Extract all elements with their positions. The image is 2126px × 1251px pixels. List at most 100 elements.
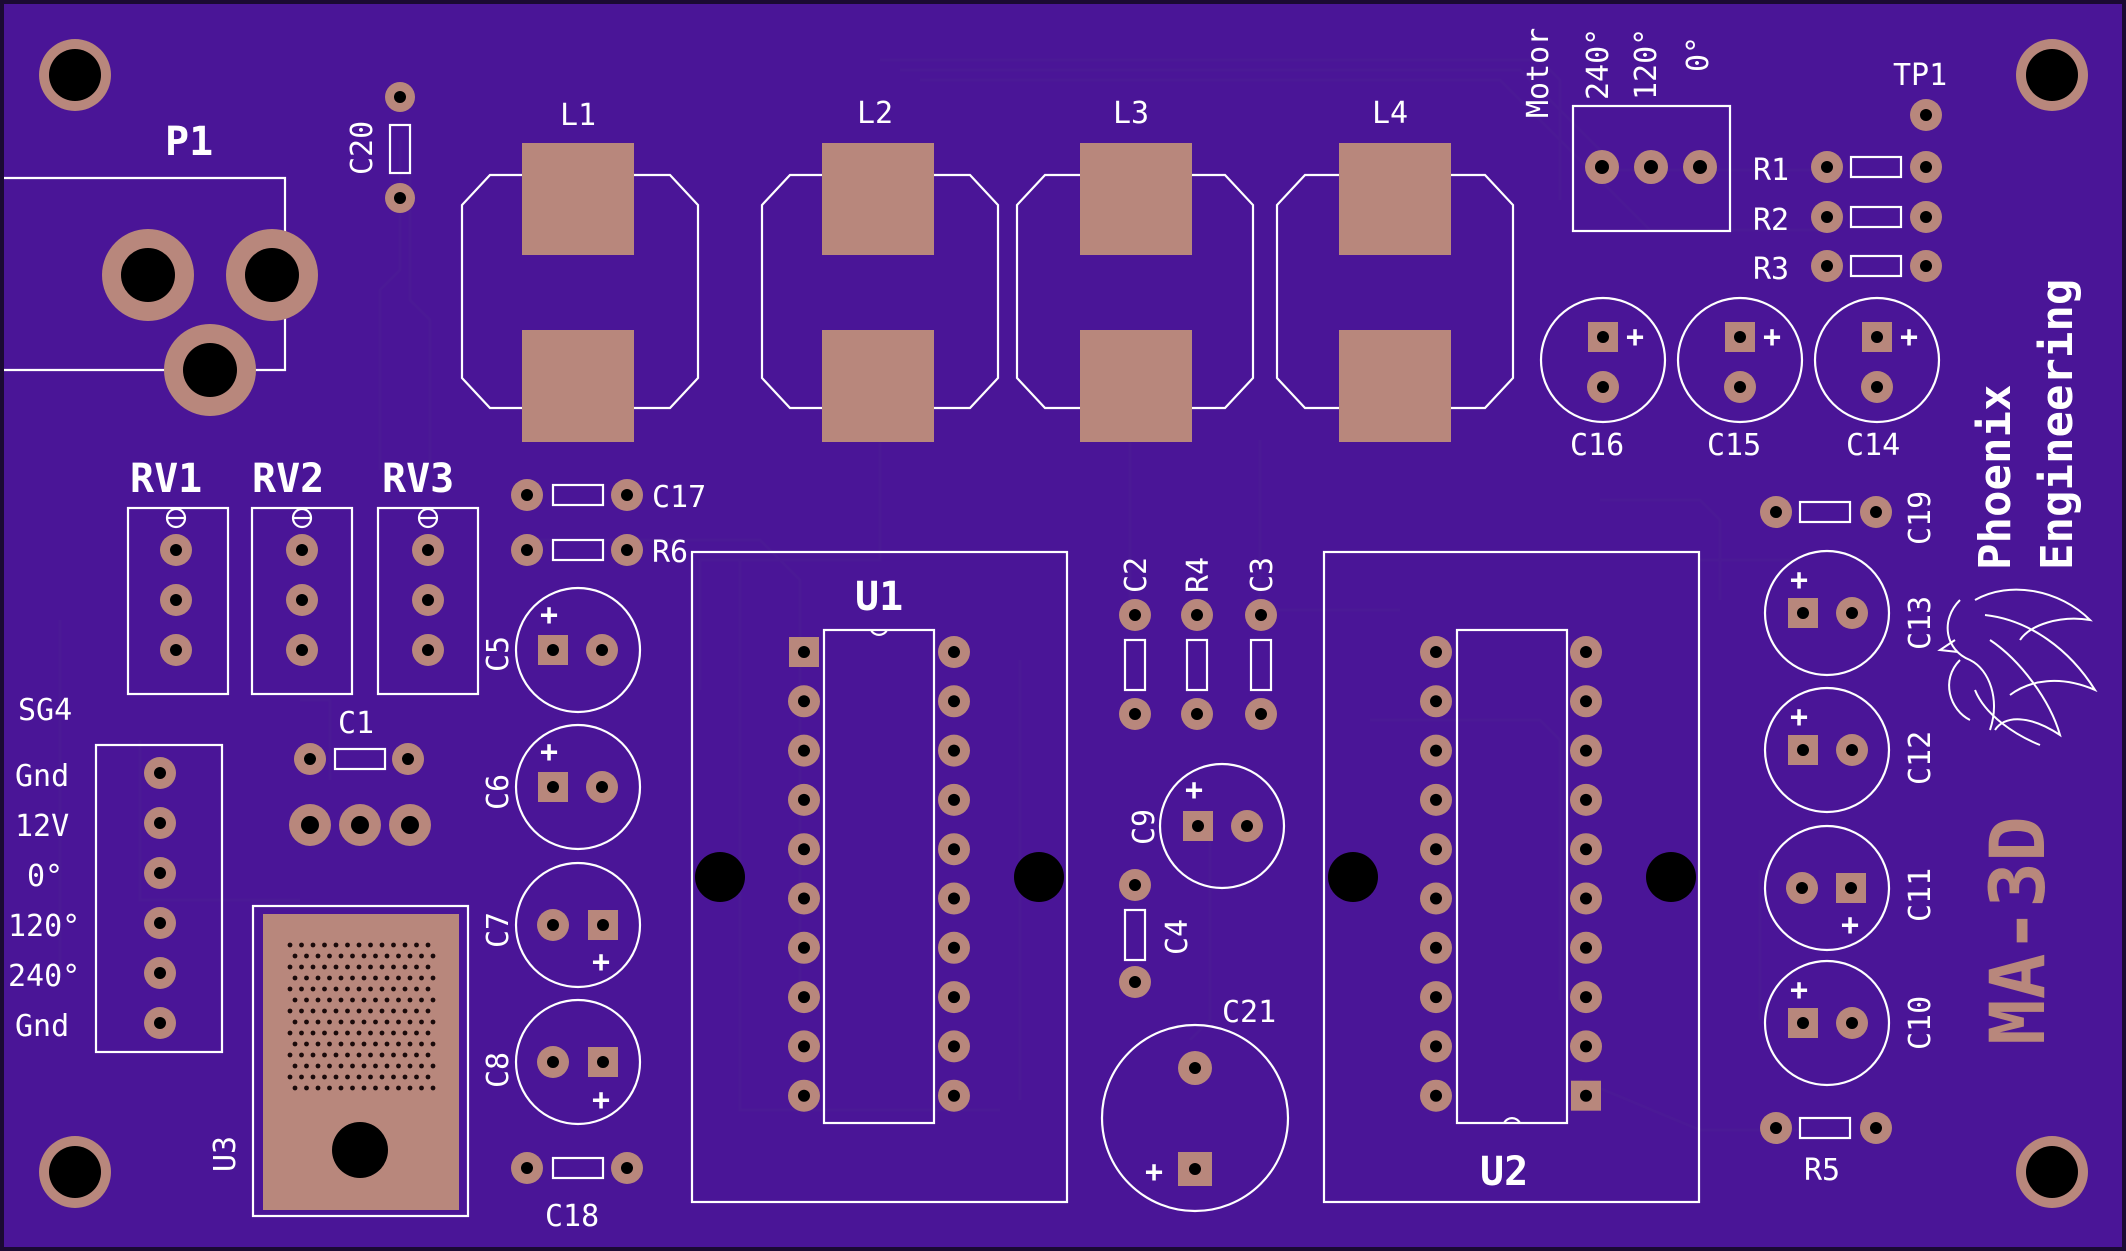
u3-vent-holes [287,942,436,1091]
vent-hole [396,953,401,959]
drill-hole [798,991,810,1004]
vent-hole [430,1041,436,1047]
motor-connector: Motor 240° 120° 0° [1521,28,1732,233]
vent-hole [345,1074,350,1080]
drill-hole [798,744,810,757]
vent-hole [322,1074,327,1080]
vent-hole [373,1063,378,1069]
vent-hole [310,1074,316,1080]
r3-resistor: R3 [1753,250,1942,287]
drill-hole [1430,1089,1442,1102]
vent-hole [327,975,332,981]
vent-hole [407,1019,413,1025]
vent-hole [384,975,390,981]
vent-hole [430,1063,436,1069]
vent-hole [414,1052,419,1058]
drill-hole [1430,744,1442,757]
vent-hole [287,1074,293,1080]
drill-hole [948,1089,960,1102]
drill-hole [1580,991,1592,1004]
vent-hole [368,986,373,992]
c16-label: C16 [1570,428,1624,463]
vent-hole [345,942,350,948]
c14-label: C14 [1846,428,1900,463]
vent-hole [425,986,431,992]
vent-hole [356,942,362,948]
vent-hole [368,1074,373,1080]
mounting-holes [39,39,2088,1208]
c3-capacitor: C3 [1245,557,1280,730]
vent-hole [310,1008,316,1014]
u3-module: U3 [208,904,470,1218]
vent-hole [402,1052,408,1058]
inductor-l2: L2 [760,96,1000,442]
motor-pin-0: 0° [1681,36,1716,72]
vent-hole [299,1030,304,1036]
vent-hole [356,964,362,970]
vent-hole [310,1052,316,1058]
r1-resistor: R1 [1753,151,1942,188]
vent-hole [425,942,431,948]
vent-hole [304,1041,309,1047]
l3-label: L3 [1113,96,1149,131]
drill-hole [798,646,810,658]
drill-hole [948,646,960,658]
vent-hole [414,986,419,992]
vent-hole [304,1085,309,1091]
inductors: L1 L2 L3 L4 [460,96,1515,442]
vent-hole [425,1052,431,1058]
drill-hole [1430,892,1442,905]
c12-plus: + [1790,700,1808,735]
vent-hole [345,964,350,970]
inductor-l3: L3 [1015,96,1255,442]
vent-hole [327,1085,332,1091]
vent-hole [315,1019,321,1025]
vent-hole [333,1008,339,1014]
vent-hole [373,1085,378,1091]
l4-label: L4 [1372,96,1408,131]
vent-hole [419,975,424,981]
c17-label: C17 [652,480,706,515]
vent-hole [350,997,355,1003]
c5-capacitor: + C5 [481,586,642,714]
mounting-hole [39,1136,111,1208]
drill-hole [798,695,810,708]
mounting-hole [2016,1136,2088,1208]
drill-hole [948,695,960,708]
vent-hole [310,942,316,948]
c18-capacitor: C18 [511,1152,643,1234]
vent-hole [391,1052,396,1058]
c11-capacitor: + C11 [1763,824,1938,952]
c2-capacitor: C2 [1119,557,1154,730]
vent-hole [379,942,385,948]
vent-hole [327,1041,332,1047]
vent-hole [361,1019,367,1025]
c12-label: C12 [1903,731,1938,785]
c9-plus: + [1185,773,1203,808]
vent-hole [391,1008,396,1014]
vent-hole [361,1041,367,1047]
c15-plus: + [1763,320,1781,355]
drill-hole [798,892,810,905]
vent-hole [414,1030,419,1036]
vent-hole [402,1008,408,1014]
c11-plus: + [1841,908,1859,943]
vent-hole [315,997,321,1003]
vent-hole [350,1041,355,1047]
r3-label: R3 [1753,252,1789,287]
vent-hole [361,1063,367,1069]
vent-hole [391,942,396,948]
r6-label: R6 [652,535,688,570]
c4-label: C4 [1160,919,1195,955]
vent-hole [350,1019,355,1025]
vent-hole [379,1030,385,1036]
r5-resistor: R5 [1760,1112,1892,1188]
c9-label: C9 [1127,809,1162,845]
r2-resistor: R2 [1753,201,1942,238]
vent-hole [402,942,408,948]
regulator-pads [289,804,431,846]
l1-label: L1 [560,98,596,133]
inductor-l4: L4 [1275,96,1515,442]
vent-hole [338,1041,344,1047]
vent-hole [315,975,321,981]
